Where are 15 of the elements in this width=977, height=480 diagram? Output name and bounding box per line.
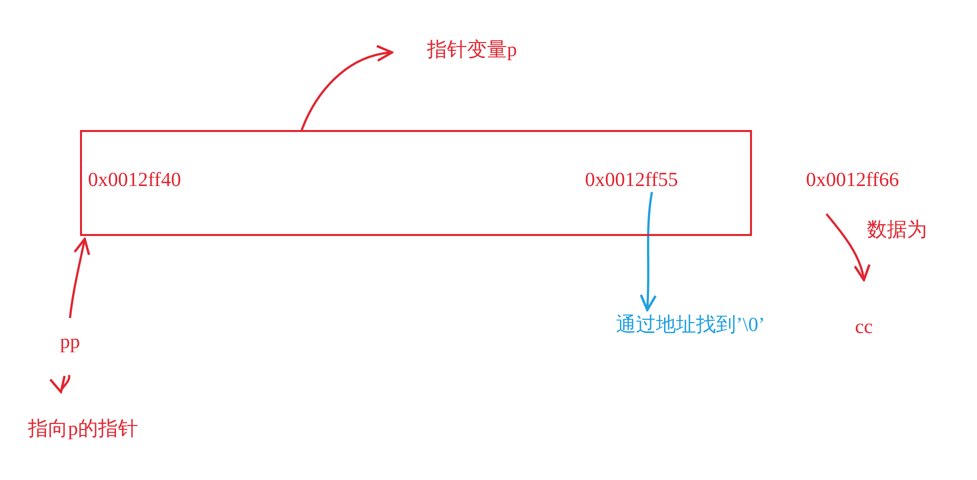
annotation-text: 0x0012ff55 [585, 168, 678, 192]
annotation-text: pp [60, 330, 80, 354]
arrow [300, 46, 394, 130]
arrow [52, 374, 70, 394]
arrow [826, 213, 870, 282]
annotation-text: 通过地址找到’\0’ [616, 313, 765, 337]
arrow [68, 238, 90, 318]
arrow [640, 192, 657, 312]
annotation-text: 0x0012ff66 [806, 168, 899, 192]
memory-box [80, 130, 752, 236]
address-text: 0x0012ff40 [88, 168, 181, 192]
annotation-text: 指针变量p [427, 38, 517, 62]
annotation-text: cc [855, 315, 873, 339]
annotation-text: 指向p的指针 [28, 417, 138, 441]
edge-label: 数据为 [867, 218, 928, 242]
